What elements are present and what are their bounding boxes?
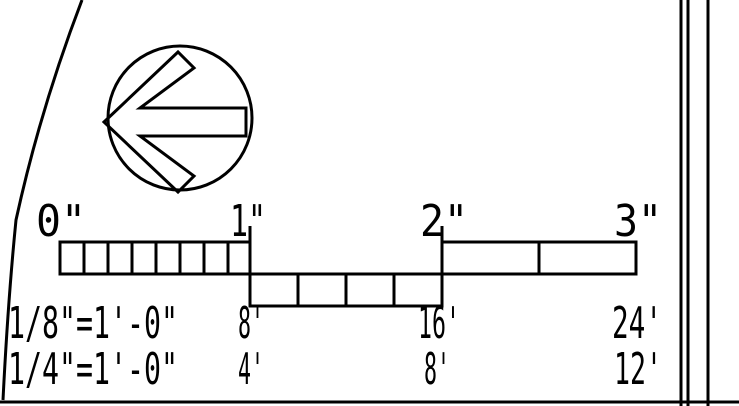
scale-ratio-1-4: 1/4"=1'-0" <box>8 344 178 395</box>
inch-mark-3: 3" <box>614 196 662 247</box>
scale-1-8-mark-8: 8' <box>238 298 264 349</box>
scale-1-8-mark-16: 16' <box>418 298 460 349</box>
scale-1-4-mark-12: 12' <box>614 344 662 395</box>
inch-mark-0: 0" <box>36 196 86 247</box>
scale-1-4-mark-8: 8' <box>424 344 450 395</box>
inch-mark-1: 1" <box>230 196 266 247</box>
scale-1-4-mark-4: 4' <box>238 344 264 395</box>
scale-1-8-mark-24: 24' <box>612 298 662 349</box>
inch-mark-2: 2" <box>420 196 468 247</box>
scale-ratio-1-8: 1/8"=1'-0" <box>8 298 178 349</box>
scale-bar <box>58 226 638 308</box>
north-arrow-icon <box>101 44 254 195</box>
curved-border-line <box>1 0 84 401</box>
